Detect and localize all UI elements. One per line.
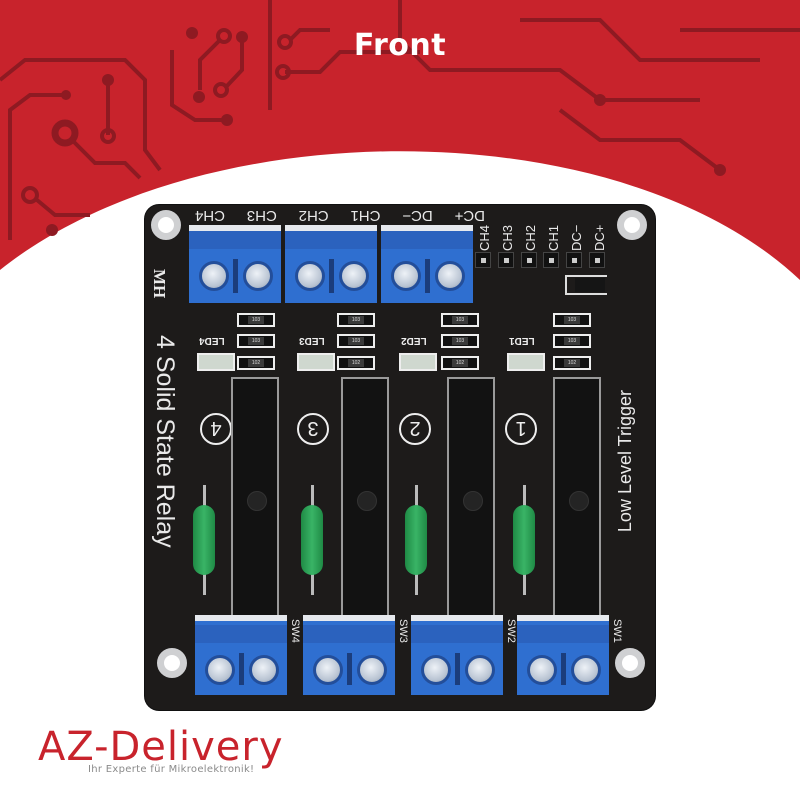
diode-component [565,275,607,295]
output-terminal-sw2 [411,615,503,695]
led-label-3: LED3 [299,335,325,346]
solid-state-relay-3 [341,377,389,617]
header-label-ch1: CH1 [546,224,561,251]
maker-mark: MH [150,269,169,299]
led-label-1: LED1 [509,335,535,346]
header-label-dc-plus: DC+ [592,224,607,251]
header-label-ch3: CH3 [500,224,515,251]
led-1 [507,353,545,371]
header-label-ch4: CH4 [477,224,492,251]
screw-icon[interactable] [435,261,465,291]
switch-label-sw4: SW4 [289,619,301,643]
mounting-hole-bottom-right [615,648,645,678]
resistor: 102 [441,356,479,370]
channel-number-4: 4 [200,413,232,445]
channel-number-3: 3 [297,413,329,445]
mounting-hole-top-left [151,210,181,240]
resistor: 102 [337,356,375,370]
resistor: 102 [237,356,275,370]
label-dc-minus: DC− [402,207,433,224]
output-terminal-sw4 [195,615,287,695]
label-ch3: CH3 [246,207,277,224]
trigger-label: Low Level Trigger [615,390,635,533]
resistor: 103 [553,313,591,327]
channel-number-1: 1 [505,413,537,445]
header-label-dc-minus: DC− [569,224,584,251]
resistor: 103 [441,313,479,327]
resistor: 103 [237,313,275,327]
solid-state-relay-4 [231,377,279,617]
label-ch2: CH2 [298,207,329,224]
input-terminal-dc [381,225,473,303]
mounting-hole-top-right [617,210,647,240]
channel-number-2: 2 [399,413,431,445]
resistor: 103 [441,334,479,348]
brand-logo: AZ-Delivery [38,724,284,770]
fuse-2 [405,505,427,575]
screw-icon[interactable] [571,655,601,685]
resistor: 103 [553,334,591,348]
switch-label-sw2: SW2 [505,619,517,643]
page-title: Front [353,28,447,63]
switch-label-sw1: SW1 [611,619,623,643]
led-4 [197,353,235,371]
led-3 [297,353,335,371]
label-ch1: CH1 [350,207,381,224]
solid-state-relay-1 [553,377,601,617]
mounting-hole-bottom-left [157,648,187,678]
screw-icon[interactable] [199,261,229,291]
input-terminal-ch2-ch1 [285,225,377,303]
screw-icon[interactable] [205,655,235,685]
output-terminal-sw3 [303,615,395,695]
fuse-3 [301,505,323,575]
led-2 [399,353,437,371]
fuse-1 [513,505,535,575]
screw-icon[interactable] [249,655,279,685]
led-label-2: LED2 [401,335,427,346]
relay-board: DC+ DC− CH1 CH2 CH3 CH4 CH4 CH3 CH2 CH1 … [145,205,655,710]
output-terminal-sw1 [517,615,609,695]
solid-state-relay-2 [447,377,495,617]
led-label-4: LED4 [199,335,225,346]
header-label-ch2: CH2 [523,224,538,251]
label-ch4: CH4 [195,207,226,224]
resistor: 103 [337,313,375,327]
screw-icon[interactable] [391,261,421,291]
brand-tagline: Ihr Experte für Mikroelektronik! [88,764,255,775]
pin-header[interactable] [475,252,605,270]
screw-icon[interactable] [339,261,369,291]
resistor: 103 [237,334,275,348]
screw-icon[interactable] [357,655,387,685]
resistor: 102 [553,356,591,370]
screw-icon[interactable] [243,261,273,291]
screw-icon[interactable] [295,261,325,291]
switch-label-sw3: SW3 [397,619,409,643]
input-terminal-ch4-ch3 [189,225,281,303]
module-name: 4 Solid State Relay [151,335,179,548]
screw-icon[interactable] [313,655,343,685]
screw-icon[interactable] [527,655,557,685]
screw-icon[interactable] [465,655,495,685]
fuse-4 [193,505,215,575]
resistor: 103 [337,334,375,348]
screw-icon[interactable] [421,655,451,685]
